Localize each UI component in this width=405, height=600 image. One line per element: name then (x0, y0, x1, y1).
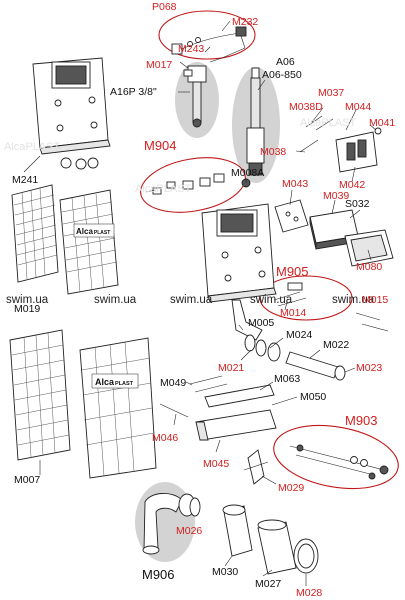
part-m905-rods (273, 282, 389, 332)
ghost-brand-mark: AlcaPLAST (300, 117, 357, 129)
label-m038: M038 (260, 146, 286, 158)
ring-m904 (140, 157, 246, 213)
watermark-row: swim.ua swim.ua swim.ua swim.ua swim.ua (6, 294, 375, 306)
label-m063: M063 (274, 373, 300, 385)
label-m030: M030 (212, 566, 238, 578)
part-a06-column (246, 67, 265, 176)
part-m007-insulation: AlcaPLAST (9, 329, 157, 479)
ring-m903 (273, 424, 399, 490)
part-m241-frame (32, 57, 111, 170)
part-middle-frame (201, 203, 277, 303)
watermark-text: swim.ua (6, 294, 49, 306)
label-m049: M049 (160, 377, 186, 389)
part-m030-m027-pipes (222, 504, 319, 575)
ghost-brand-mark: AlcaPLAST (135, 183, 192, 195)
part-m906-elbow (142, 493, 201, 555)
part-m903-rodset (289, 444, 389, 480)
label-m029: M029 (278, 482, 304, 494)
part-m080-frame (344, 229, 394, 267)
label-m232: M232 (232, 16, 258, 28)
label-m021: M021 (218, 362, 244, 374)
label-m022: M022 (323, 339, 349, 351)
label-m045: M045 (203, 458, 229, 470)
part-m904-screws (145, 173, 225, 195)
label-m026: M026 (176, 525, 202, 537)
part-m029-clamp (243, 449, 269, 485)
label-m046: M046 (152, 432, 178, 444)
label-m015: M015 (362, 294, 388, 306)
label-m241: M241 (12, 174, 38, 186)
ring-p068 (158, 10, 256, 60)
part-p068-hose (171, 26, 247, 63)
label-m019: M019 (14, 303, 40, 315)
label-m243: M243 (178, 43, 204, 55)
label-m041: M041 (369, 117, 395, 129)
watermark-text: swim.ua (94, 294, 137, 306)
label-s032: S032 (345, 198, 370, 210)
label-m023: M023 (356, 362, 382, 374)
label-a16p: A16P 3/8" (110, 86, 157, 98)
alcaplast-logo (73, 223, 115, 238)
part-brackets-m050 (159, 375, 277, 441)
label-m037: M037 (318, 87, 344, 99)
alcaplast-logo-text: AlcaPLAST (76, 227, 110, 236)
label-a06: A06 (276, 56, 295, 68)
label-m904: M904 (144, 138, 177, 153)
watermark-text: swim.ua (170, 294, 213, 306)
label-m008a: M008A (231, 167, 264, 179)
label-m024: M024 (286, 329, 312, 341)
ring-m905 (259, 275, 353, 321)
label-m042: M042 (339, 179, 365, 191)
label-m038d: M038D (289, 101, 323, 113)
label-m903: M903 (345, 413, 378, 428)
ghost-brand-mark: AlcaPLAST (4, 141, 61, 153)
label-m007: M007 (14, 474, 40, 486)
label-m905: M905 (276, 264, 309, 279)
label-m028: M028 (296, 587, 322, 599)
label-m906: M906 (142, 567, 175, 582)
alcaplast-logo-2 (91, 373, 139, 389)
part-m019-insulation: AlcaPLAST (11, 184, 119, 295)
label-m017: M017 (146, 59, 172, 71)
label-m014: M014 (280, 307, 306, 319)
label-p068: P068 (152, 1, 177, 13)
label-m080: M080 (356, 261, 382, 273)
watermark-text: swim.ua (250, 294, 293, 306)
watermark-text: swim.ua (332, 294, 375, 306)
label-m027: M027 (255, 578, 281, 590)
part-a16p-valve (183, 65, 207, 128)
label-m043: M043 (282, 178, 308, 190)
part-button-plate-m042 (299, 115, 382, 173)
label-a06-850: A06-850 (262, 69, 302, 81)
leader-lines (23, 20, 377, 586)
part-m043-plate (274, 199, 309, 233)
label-m005: M005 (248, 317, 274, 329)
alcaplast-logo-2-text: AlcaPLAST (95, 377, 134, 387)
part-flush-pipe-set (231, 299, 346, 381)
label-m039: M039 (323, 190, 349, 202)
label-m044: M044 (345, 101, 371, 113)
label-m050: M050 (300, 391, 326, 403)
